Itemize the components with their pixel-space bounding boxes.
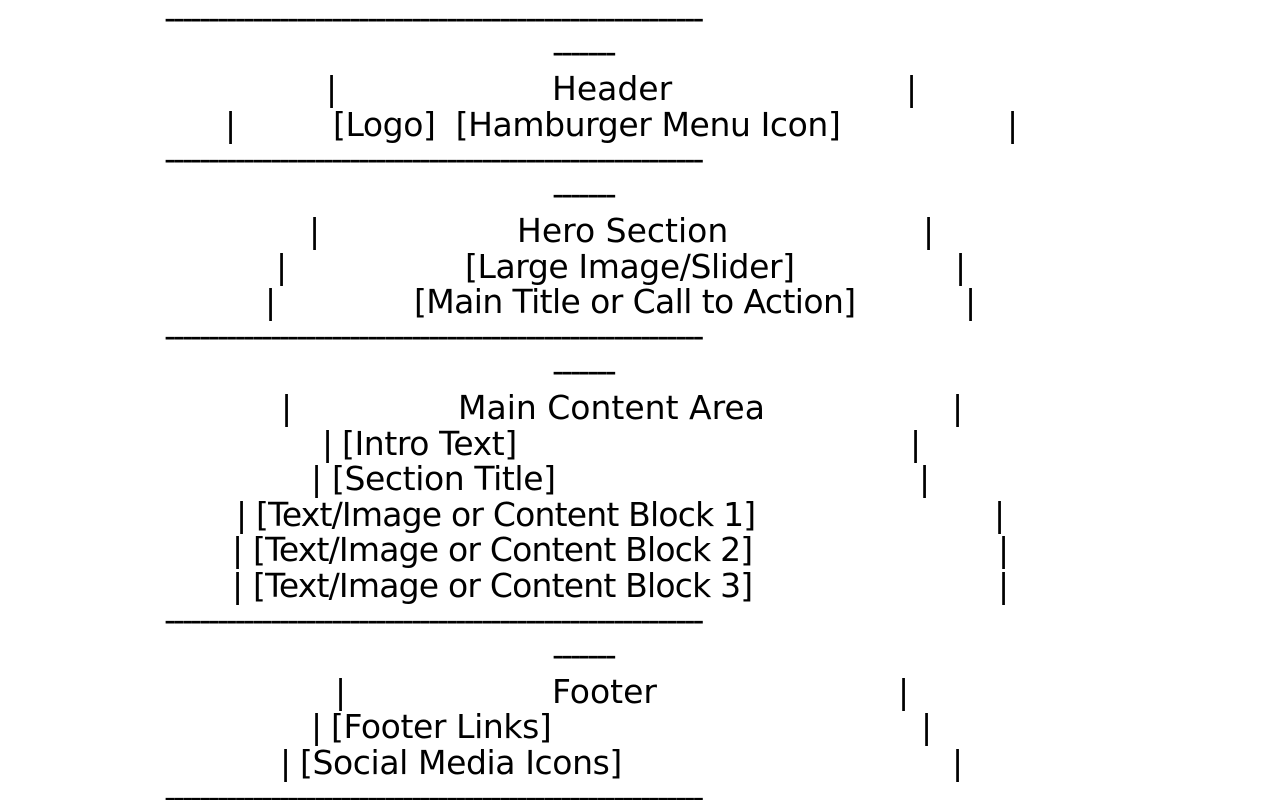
hero-title: Hero Section (517, 211, 729, 250)
main-section-title-right-bar: | (919, 459, 931, 498)
footer-social-left-bar: | (280, 743, 292, 782)
main-intro-right-bar: | (910, 424, 922, 463)
hero-image-right-bar: | (955, 247, 967, 286)
header-items-left-bar: | (225, 105, 237, 144)
separator-tail-line: ------- (0, 637, 1280, 673)
hero-left-bar: | (309, 211, 321, 250)
separator-line: ----------------------------------------… (0, 779, 1280, 800)
hero-image-placeholder: [Large Image/Slider] (465, 247, 795, 286)
separator-tail-dashes: ------- (552, 351, 617, 390)
main-block-1-placeholder: [Text/Image or Content Block 1] (256, 495, 756, 534)
separator-tail-line: ------- (0, 34, 1280, 70)
separator-tail-line: ------- (0, 353, 1280, 389)
main-block-2-left-bar: | (232, 530, 244, 569)
main-left-bar: | (281, 388, 293, 427)
hero-right-bar: | (923, 211, 935, 250)
separator-line: ----------------------------------------… (0, 141, 1280, 177)
main-intro-left-bar: | (322, 424, 334, 463)
main-intro-row: | [Intro Text] | (0, 426, 1280, 462)
header-items: [Logo] [Hamburger Menu Icon] (333, 105, 841, 144)
main-right-bar: | (952, 388, 964, 427)
separator-dashes: ----------------------------------------… (164, 0, 704, 37)
main-block-2-right-bar: | (998, 530, 1010, 569)
hero-cta-right-bar: | (965, 282, 977, 321)
main-block-3-left-bar: | (232, 566, 244, 605)
footer-left-bar: | (335, 672, 347, 711)
header-items-row: | [Logo] [Hamburger Menu Icon] | (0, 107, 1280, 143)
footer-social-row: | [Social Media Icons] | (0, 745, 1280, 781)
main-block-2-placeholder: [Text/Image or Content Block 2] (253, 530, 753, 569)
separator-tail-dashes: ------- (552, 635, 617, 674)
hero-title-row: | Hero Section | (0, 213, 1280, 249)
main-title-row: | Main Content Area | (0, 390, 1280, 426)
hero-image-row: | [Large Image/Slider] | (0, 249, 1280, 285)
main-section-title-left-bar: | (311, 459, 323, 498)
main-section-title-placeholder: [Section Title] (332, 459, 556, 498)
main-title: Main Content Area (458, 388, 765, 427)
header-left-bar: | (326, 69, 338, 108)
separator-dashes: ----------------------------------------… (164, 600, 704, 639)
main-block-3-row: | [Text/Image or Content Block 3] | (0, 568, 1280, 604)
separator-dashes: ----------------------------------------… (164, 139, 704, 178)
footer-links-placeholder: [Footer Links] (331, 707, 552, 746)
main-section-title-row: | [Section Title] | (0, 461, 1280, 497)
footer-right-bar: | (898, 672, 910, 711)
separator-line: ----------------------------------------… (0, 0, 1280, 36)
hero-image-left-bar: | (276, 247, 288, 286)
hero-cta-row: | [Main Title or Call to Action] | (0, 284, 1280, 320)
separator-dashes: ----------------------------------------… (164, 316, 704, 355)
footer-title: Footer (552, 672, 657, 711)
main-block-1-right-bar: | (994, 495, 1006, 534)
header-title: Header (552, 69, 673, 108)
main-intro-placeholder: [Intro Text] (342, 424, 517, 463)
hero-cta-left-bar: | (265, 282, 277, 321)
header-items-right-bar: | (1007, 105, 1019, 144)
footer-links-right-bar: | (921, 707, 933, 746)
separator-tail-line: ------- (0, 176, 1280, 212)
hero-cta-placeholder: [Main Title or Call to Action] (414, 282, 856, 321)
separator-line: ----------------------------------------… (0, 318, 1280, 354)
header-right-bar: | (906, 69, 918, 108)
separator-tail-dashes: ------- (552, 32, 617, 71)
separator-dashes: ----------------------------------------… (164, 777, 704, 800)
separator-line: ----------------------------------------… (0, 602, 1280, 638)
main-block-3-right-bar: | (998, 566, 1010, 605)
separator-tail-dashes: ------- (552, 174, 617, 213)
main-block-3-placeholder: [Text/Image or Content Block 3] (253, 566, 753, 605)
footer-title-row: | Footer | (0, 674, 1280, 710)
footer-links-row: | [Footer Links] | (0, 709, 1280, 745)
main-block-2-row: | [Text/Image or Content Block 2] | (0, 532, 1280, 568)
footer-links-left-bar: | (311, 707, 323, 746)
footer-social-placeholder: [Social Media Icons] (300, 743, 622, 782)
main-block-1-row: | [Text/Image or Content Block 1] | (0, 497, 1280, 533)
header-title-row: | Header | (0, 71, 1280, 107)
main-block-1-left-bar: | (236, 495, 248, 534)
footer-social-right-bar: | (952, 743, 964, 782)
